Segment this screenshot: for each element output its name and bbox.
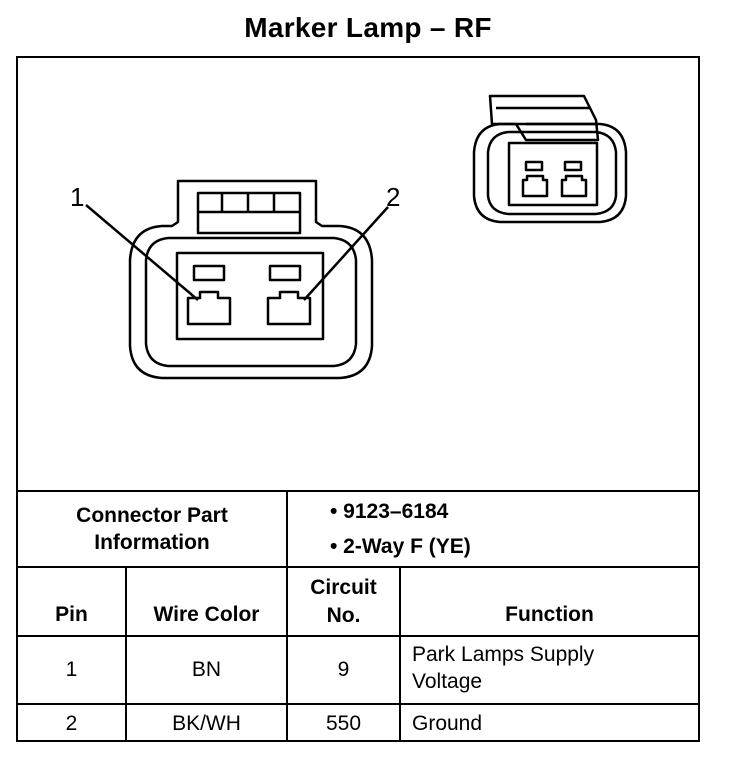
diagram-frame bbox=[16, 56, 700, 742]
header-divider bbox=[16, 566, 700, 568]
pin-2-callout: 2 bbox=[386, 182, 400, 212]
row2-wire-color: BK/WH bbox=[172, 711, 241, 735]
row1-function-line2: Voltage bbox=[412, 670, 483, 693]
diagram-title: Marker Lamp – RF bbox=[244, 12, 492, 43]
info-divider bbox=[286, 490, 288, 568]
pin-2-leader bbox=[303, 206, 389, 301]
col-divider-1 bbox=[125, 566, 127, 742]
pin-1-lock-tab bbox=[192, 264, 226, 282]
connector-type: • 2-Way F (YE) bbox=[330, 535, 471, 558]
pin-1-callout: 1 bbox=[70, 182, 84, 212]
row2-circuit: 550 bbox=[325, 711, 362, 735]
connector-info-label-line1: Connector Part bbox=[76, 504, 228, 527]
col-divider-2 bbox=[286, 566, 288, 742]
connector-perspective-cavity bbox=[507, 141, 599, 207]
connector-info-label-line2: Information bbox=[94, 531, 210, 554]
header-pin: Pin bbox=[55, 603, 88, 626]
connector-perspective-shell bbox=[472, 122, 628, 224]
row1-wire-color: BN bbox=[191, 658, 222, 681]
connector-inner-shell bbox=[144, 236, 358, 368]
row1-function: Park Lamps Supply Voltage bbox=[412, 641, 696, 699]
pin-2-lock-tab bbox=[268, 264, 302, 282]
row-divider-2 bbox=[16, 703, 700, 705]
connector-part-number: • 9123–6184 bbox=[330, 500, 449, 523]
pin-1-leader bbox=[85, 204, 199, 301]
header-wire-color: Wire Color bbox=[153, 603, 260, 626]
row1-circuit: 9 bbox=[337, 658, 350, 681]
row2-function: Ground bbox=[412, 711, 483, 735]
connector-info-label: Connector Part Information bbox=[18, 492, 286, 566]
pin-2-terminal bbox=[266, 290, 312, 326]
header-circuit-line1: Circuit bbox=[310, 576, 377, 599]
table-top-border bbox=[16, 490, 700, 492]
connector-outer-shell bbox=[128, 179, 374, 380]
row2-pin: 2 bbox=[65, 711, 78, 735]
header-function: Function bbox=[505, 603, 594, 626]
row-divider-1 bbox=[16, 635, 700, 637]
header-circuit-line2: No. bbox=[326, 604, 361, 627]
row1-pin: 1 bbox=[65, 658, 78, 681]
col-divider-3 bbox=[399, 566, 401, 742]
row1-function-line1: Park Lamps Supply bbox=[412, 643, 595, 666]
header-circuit-no: Circuit No. bbox=[288, 570, 399, 634]
connector-cavity bbox=[175, 251, 325, 341]
